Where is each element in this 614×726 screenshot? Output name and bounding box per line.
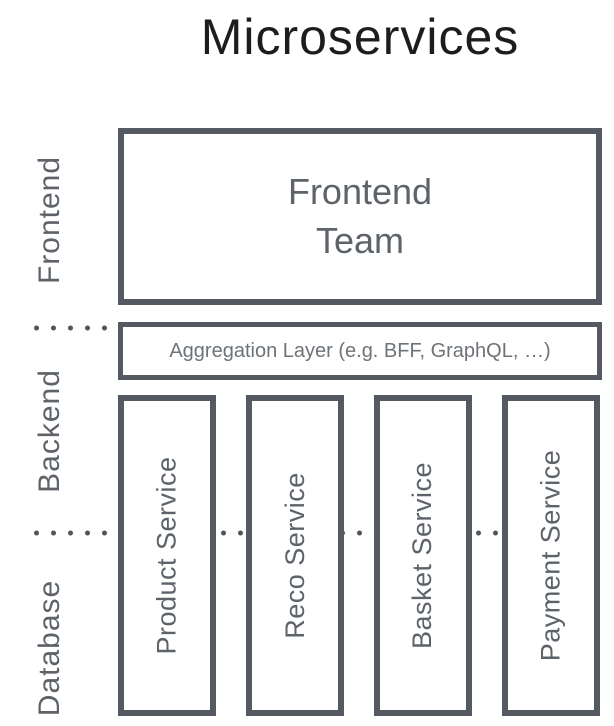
payment-service-label: Payment Service (535, 449, 566, 662)
frontend-team-box: Frontend Team (118, 128, 602, 305)
reco-service-box: Reco Service (246, 395, 344, 716)
frontend-team-label: Frontend Team (288, 168, 432, 265)
frontend-team-label-line2: Team (315, 219, 405, 261)
aggregation-layer-box: Aggregation Layer (e.g. BFF, GraphQL, …) (118, 322, 602, 380)
basket-service-box: Basket Service (374, 395, 472, 716)
layer-label-database: Database (10, 568, 90, 726)
product-service-box: Product Service (118, 395, 216, 716)
layer-label-backend: Backend (10, 351, 90, 511)
payment-service-box: Payment Service (502, 395, 600, 716)
reco-service-label: Reco Service (279, 472, 310, 639)
layer-label-frontend: Frontend (10, 140, 90, 300)
diagram-title: Microservices (200, 9, 520, 65)
aggregation-layer-label: Aggregation Layer (e.g. BFF, GraphQL, …) (169, 339, 551, 362)
product-service-label: Product Service (151, 456, 182, 655)
basket-service-label: Basket Service (407, 461, 438, 650)
layer-label-database-text: Database (33, 579, 66, 717)
layer-label-frontend-text: Frontend (33, 155, 67, 285)
frontend-team-label-line1: Frontend (287, 170, 433, 212)
layer-label-backend-text: Backend (33, 369, 66, 493)
